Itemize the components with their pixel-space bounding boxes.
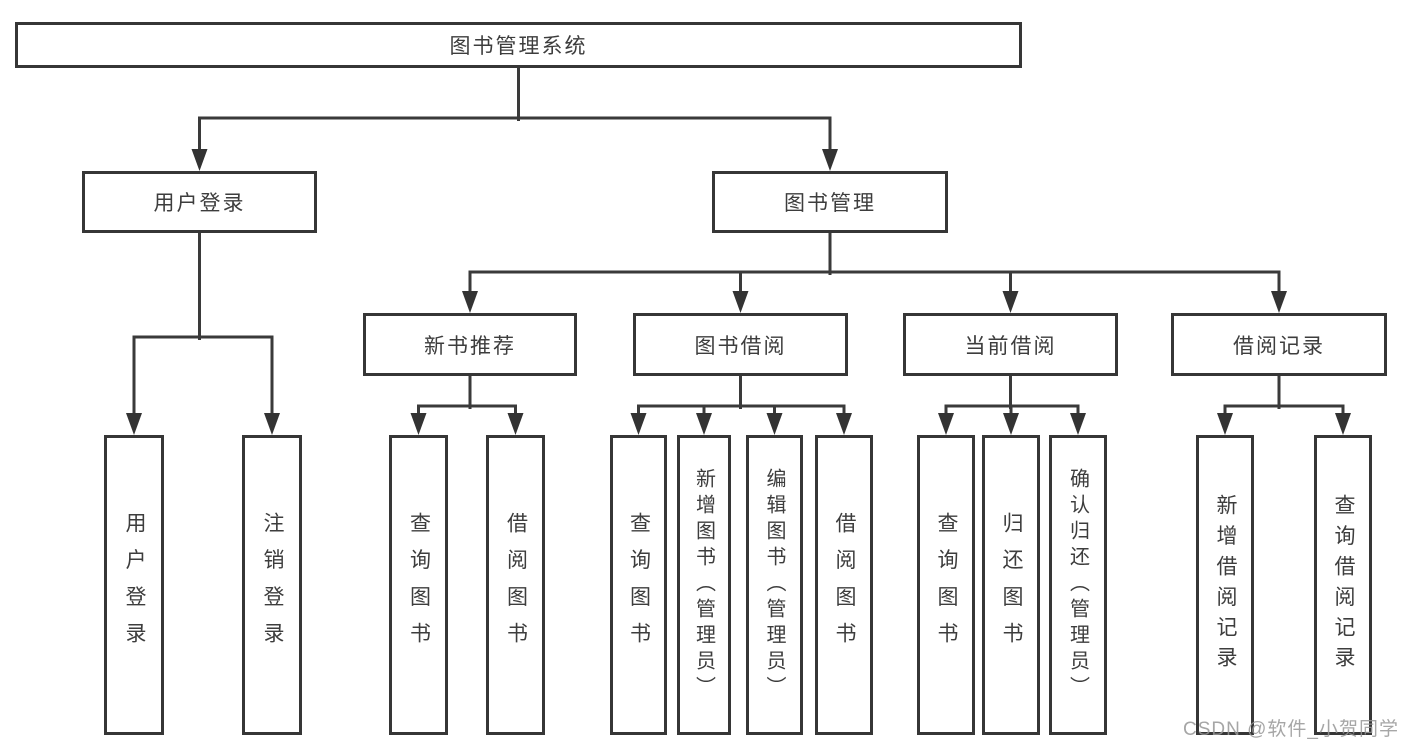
leaf-return-books: 归还图书 xyxy=(982,435,1040,735)
leaf-add-borrow-record: 新增借阅记录 xyxy=(1196,435,1254,735)
node-current-borrow: 当前借阅 xyxy=(903,313,1118,376)
node-label: 图书管理 xyxy=(784,192,876,215)
node-label: 查询借阅记录 xyxy=(1332,493,1355,677)
csdn-watermark: CSDN @软件_小贺同学 xyxy=(1183,719,1399,740)
node-borrow-records: 借阅记录 xyxy=(1171,313,1387,376)
leaf-confirm-return-admin: 确认归还（管理员） xyxy=(1049,435,1107,735)
leaf-edit-books-admin: 编辑图书（管理员） xyxy=(746,435,803,735)
node-user-login: 用户登录 xyxy=(82,171,317,233)
leaf-query-books-borrow: 查询图书 xyxy=(610,435,667,735)
leaf-add-books-admin: 新增图书（管理员） xyxy=(677,435,731,735)
leaf-logout: 注销登录 xyxy=(242,435,302,735)
leaf-user-login: 用户登录 xyxy=(104,435,164,735)
node-label: 图书管理系统 xyxy=(449,35,588,58)
node-label: 归还图书 xyxy=(1000,511,1023,659)
leaf-query-books-current: 查询图书 xyxy=(917,435,975,735)
node-label: 用户登录 xyxy=(153,192,246,215)
node-label: 注销登录 xyxy=(261,511,284,659)
node-new-book-recommend: 新书推荐 xyxy=(363,313,577,376)
node-label: 当前借阅 xyxy=(964,334,1057,358)
node-label: 新书推荐 xyxy=(424,334,516,358)
node-label: 新增图书（管理员） xyxy=(692,468,715,702)
node-book-management: 图书管理 xyxy=(712,171,948,233)
leaf-borrow-books: 借阅图书 xyxy=(815,435,873,735)
leaf-query-borrow-record: 查询借阅记录 xyxy=(1314,435,1372,735)
node-label: 查询图书 xyxy=(627,511,651,659)
node-label: 借阅图书 xyxy=(833,511,856,659)
node-label: 用户登录 xyxy=(123,511,146,659)
node-label: 新增借阅记录 xyxy=(1214,493,1237,677)
node-label: 查询图书 xyxy=(935,511,958,659)
node-label: 查询图书 xyxy=(407,511,431,659)
leaf-query-books-recommend: 查询图书 xyxy=(389,435,448,735)
node-label: 确认归还（管理员） xyxy=(1066,468,1089,702)
node-library-management-system: 图书管理系统 xyxy=(15,22,1022,68)
node-book-borrow: 图书借阅 xyxy=(633,313,848,376)
node-label: 图书借阅 xyxy=(694,334,787,358)
node-label: 编辑图书（管理员） xyxy=(763,468,785,702)
node-label: 借阅图书 xyxy=(504,511,528,659)
node-label: 借阅记录 xyxy=(1233,334,1325,358)
leaf-borrow-books-recommend: 借阅图书 xyxy=(486,435,545,735)
